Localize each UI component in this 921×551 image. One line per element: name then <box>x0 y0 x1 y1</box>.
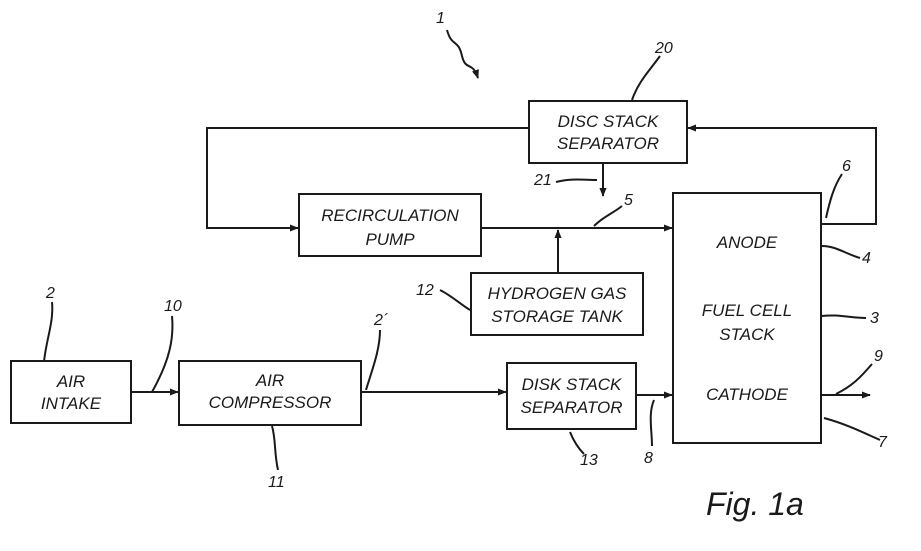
air-compressor-line2: COMPRESSOR <box>180 392 360 413</box>
anode-label: ANODE <box>674 232 820 254</box>
recirculation-pump-block: RECIRCULATION PUMP <box>298 193 482 257</box>
recirculation-pump-line2: PUMP <box>300 229 480 250</box>
cathode-label: CATHODE <box>674 384 820 406</box>
ref-2-prime: 2´ <box>374 312 388 330</box>
ref-2: 2 <box>46 285 55 303</box>
fuel-cell-stack-block: ANODE FUEL CELL STACK CATHODE <box>672 192 822 444</box>
leader-4 <box>822 246 860 258</box>
disc-stack-separator-line1: DISC STACK <box>530 111 686 132</box>
disc-stack-separator-block: DISC STACK SEPARATOR <box>528 100 688 164</box>
ref-21: 21 <box>534 172 552 190</box>
leader-20 <box>632 56 660 100</box>
system-ref-leader <box>447 30 478 78</box>
disk-stack-separator-block: DISK STACK SEPARATOR <box>506 362 637 430</box>
ref-7: 7 <box>878 434 887 452</box>
leader-11 <box>272 426 278 470</box>
air-intake-line1: AIR <box>12 371 130 392</box>
hydrogen-tank-block: HYDROGEN GAS STORAGE TANK <box>470 272 644 336</box>
air-intake-line2: INTAKE <box>12 393 130 414</box>
air-intake-block: AIR INTAKE <box>10 360 132 424</box>
ref-4: 4 <box>862 250 871 268</box>
disc-stack-separator-line2: SEPARATOR <box>530 133 686 154</box>
leader-2prime <box>366 330 380 390</box>
ref-12: 12 <box>416 282 434 300</box>
ref-20: 20 <box>655 40 673 58</box>
ref-11: 11 <box>268 474 285 492</box>
fuel-cell-stack-line1: FUEL CELL <box>674 300 820 322</box>
leader-6 <box>826 174 842 218</box>
ref-8: 8 <box>644 450 653 468</box>
leader-9 <box>836 364 872 394</box>
ref-5: 5 <box>624 192 633 210</box>
leader-13 <box>570 432 584 454</box>
air-compressor-block: AIR COMPRESSOR <box>178 360 362 426</box>
leader-21 <box>556 180 597 183</box>
ref-3: 3 <box>870 310 879 328</box>
recirculation-pump-line1: RECIRCULATION <box>300 205 480 226</box>
ref-9: 9 <box>874 348 883 366</box>
ref-6: 6 <box>842 158 851 176</box>
leader-7 <box>824 418 880 440</box>
hydrogen-tank-line1: HYDROGEN GAS <box>472 283 642 304</box>
fuel-cell-stack-line2: STACK <box>674 324 820 346</box>
ref-10: 10 <box>164 298 182 316</box>
figure-caption: Fig. 1a <box>706 486 804 523</box>
leader-12 <box>440 290 470 310</box>
leader-3 <box>822 315 866 318</box>
leader-8 <box>651 400 654 446</box>
air-compressor-line1: AIR <box>180 370 360 391</box>
leader-5 <box>594 206 622 226</box>
disk-stack-separator-line1: DISK STACK <box>508 374 635 395</box>
ref-system-1: 1 <box>436 10 445 28</box>
disk-stack-separator-line2: SEPARATOR <box>508 397 635 418</box>
leader-2 <box>44 302 52 362</box>
leader-10 <box>152 316 172 392</box>
hydrogen-tank-line2: STORAGE TANK <box>472 306 642 327</box>
ref-13: 13 <box>580 452 598 470</box>
